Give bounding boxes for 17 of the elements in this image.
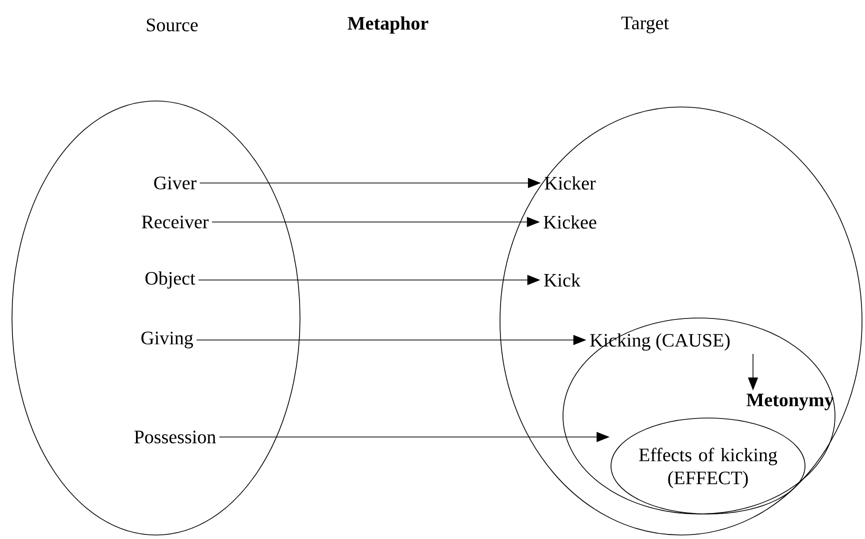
- ellipse: [500, 16, 862, 536]
- label-text: Giver: [154, 176, 196, 190]
- ellipse: [562, 318, 836, 514]
- label-text: Kickee: [544, 215, 596, 229]
- label-text: Metonymy: [746, 394, 834, 410]
- label-text: Possession: [134, 430, 216, 444]
- heading: Source: [146, 18, 198, 32]
- label-text: Giving: [141, 332, 194, 348]
- label-text: Object: [145, 271, 196, 289]
- ellipse: [12, 18, 300, 536]
- heading: Target: [621, 16, 669, 34]
- ellipse-text: Effects of kicking (EFFECT): [639, 448, 778, 488]
- heading: Metaphor: [348, 16, 428, 34]
- ellipse: [610, 418, 806, 514]
- label-text: Kicker: [544, 176, 596, 190]
- label-text: Kick: [544, 273, 580, 287]
- label-text: Receiver: [142, 216, 209, 228]
